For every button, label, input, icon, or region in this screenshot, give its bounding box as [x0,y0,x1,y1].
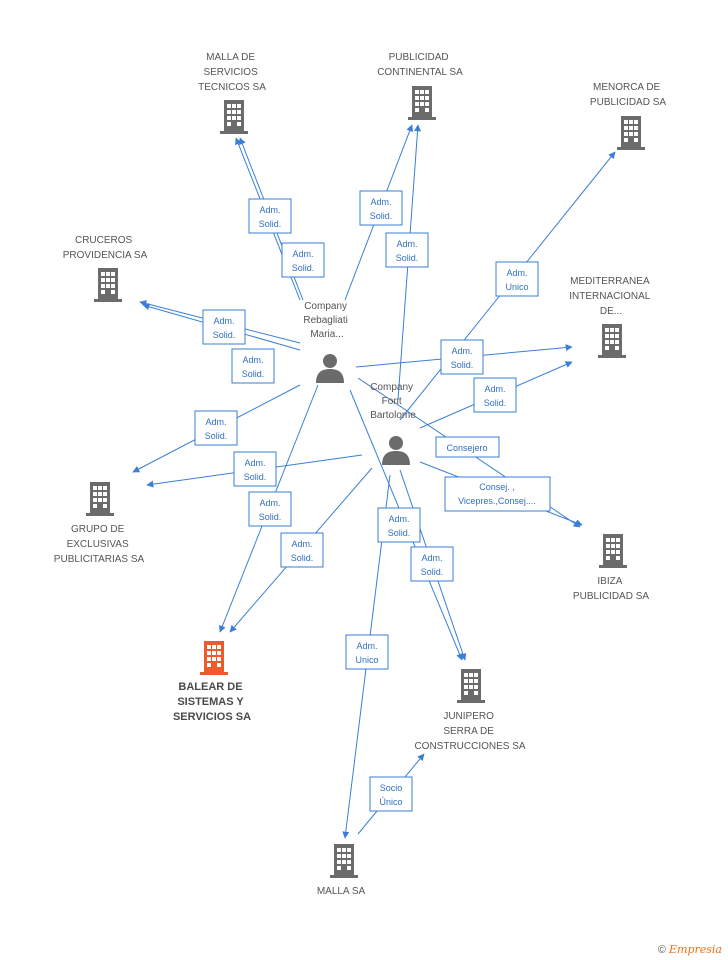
node-label: MALLA SA [317,886,366,897]
building-icon [617,116,645,150]
edge-label[interactable]: Consejero [435,436,500,458]
company-node-publicidad-continental[interactable]: PUBLICIDAD CONTINENTAL SA [377,52,463,120]
empresia-logo: Empresia [669,943,722,956]
svg-text:Adm.Solid.: Adm.Solid. [370,197,393,221]
person-icon [382,436,410,465]
edge-label[interactable]: Adm.Solid. [248,491,292,527]
company-node-junipero[interactable]: JUNIPERO SERRA DE CONSTRUCCIONES SA [414,669,526,752]
person-node-font[interactable]: Company Font Bartolome [370,382,416,465]
edge-labels: Adm.Solid. Adm.Solid. Adm.Solid. Adm.Sol… [194,190,551,812]
building-icon [457,669,485,703]
svg-text:Adm.Solid.: Adm.Solid. [213,316,236,340]
node-label: MEDITERRANEA INTERNACIONAL DE... [569,276,653,317]
edge-label[interactable]: Adm.Solid. [194,410,238,446]
company-node-ibiza[interactable]: IBIZA PUBLICIDAD SA [573,534,649,602]
edge-label[interactable]: Adm.Solid. [440,339,484,375]
edge-label[interactable]: Adm.Unico [345,634,389,670]
svg-text:Adm.Solid.: Adm.Solid. [396,239,419,263]
building-icon [599,534,627,568]
company-node-malla-servicios[interactable]: MALLA DE SERVICIOS TECNICOS SA [198,52,266,134]
edge-label[interactable]: Adm.Solid. [385,232,429,268]
node-label: IBIZA PUBLICIDAD SA [573,576,649,602]
node-label: PUBLICIDAD CONTINENTAL SA [377,52,463,78]
edge-label[interactable]: Adm.Unico [495,261,539,297]
edge-label[interactable]: Adm.Solid. [377,507,421,543]
company-node-menorca[interactable]: MENORCA DE PUBLICIDAD SA [590,82,666,150]
node-label: Company Font Bartolome [370,382,416,421]
svg-text:Adm.Solid.: Adm.Solid. [244,458,267,482]
svg-text:Adm.Solid.: Adm.Solid. [259,498,282,522]
edge-label[interactable]: Adm.Solid. [281,242,325,278]
svg-text:Adm.Solid.: Adm.Solid. [388,514,411,538]
company-node-balear[interactable]: BALEAR DE SISTEMAS Y SERVICIOS SA [173,641,251,723]
footer-brand[interactable]: © Empresia [658,943,722,956]
edge-label[interactable]: Adm.Solid. [233,451,277,487]
building-icon [408,86,436,120]
copyright-symbol: © [657,944,666,956]
svg-text:Adm.Solid.: Adm.Solid. [242,355,265,379]
edge-label[interactable]: Adm.Solid. [410,546,454,582]
person-node-rebagliati[interactable]: Company Rebagliati Maria... [303,301,350,383]
svg-text:Adm.Unico: Adm.Unico [355,641,378,665]
main-building-icon [200,641,228,675]
building-icon [598,324,626,358]
node-label: CRUCEROS PROVIDENCIA SA [63,235,148,261]
svg-text:Adm.Solid.: Adm.Solid. [205,417,228,441]
svg-text:Adm.Solid.: Adm.Solid. [259,205,282,229]
building-icon [86,482,114,516]
company-node-grupo-exclusivas[interactable]: GRUPO DE EXCLUSIVAS PUBLICITARIAS SA [54,482,145,565]
svg-text:Consejero: Consejero [446,443,487,453]
edge-label[interactable]: Adm.Solid. [202,309,246,345]
node-label: MENORCA DE PUBLICIDAD SA [590,82,666,108]
edge-label[interactable]: Adm.Solid. [359,190,403,226]
company-node-malla-sa[interactable]: MALLA SA [317,844,366,897]
svg-text:Adm.Solid.: Adm.Solid. [292,249,315,273]
svg-text:Adm.Solid.: Adm.Solid. [421,553,444,577]
node-label: GRUPO DE EXCLUSIVAS PUBLICITARIAS SA [54,524,145,565]
person-icon [316,354,344,383]
company-node-mediterranea[interactable]: MEDITERRANEA INTERNACIONAL DE... [569,276,653,358]
node-label: Company Rebagliati Maria... [303,301,350,340]
building-icon [220,100,248,134]
node-label: JUNIPERO SERRA DE CONSTRUCCIONES SA [414,711,525,752]
building-icon [94,268,122,302]
edge-label[interactable]: Adm.Solid. [280,532,324,568]
edge-label[interactable]: Consej. ,Vicepres.,Consej.... [444,476,551,512]
node-label: BALEAR DE SISTEMAS Y SERVICIOS SA [173,681,251,723]
edge-label[interactable]: Adm.Solid. [248,198,292,234]
svg-text:Adm.Solid.: Adm.Solid. [484,384,507,408]
svg-text:Adm.Solid.: Adm.Solid. [451,346,474,370]
node-label: MALLA DE SERVICIOS TECNICOS SA [198,52,266,93]
svg-text:Adm.Solid.: Adm.Solid. [291,539,314,563]
svg-text:Adm.Unico: Adm.Unico [505,268,528,292]
svg-text:Consej. ,Vicepres.,Consej....: Consej. ,Vicepres.,Consej.... [458,482,536,506]
edge-label[interactable]: Adm.Solid. [231,348,275,384]
edge-label[interactable]: Adm.Solid. [473,377,517,413]
building-icon [330,844,358,878]
company-node-cruceros[interactable]: CRUCEROS PROVIDENCIA SA [63,235,148,302]
